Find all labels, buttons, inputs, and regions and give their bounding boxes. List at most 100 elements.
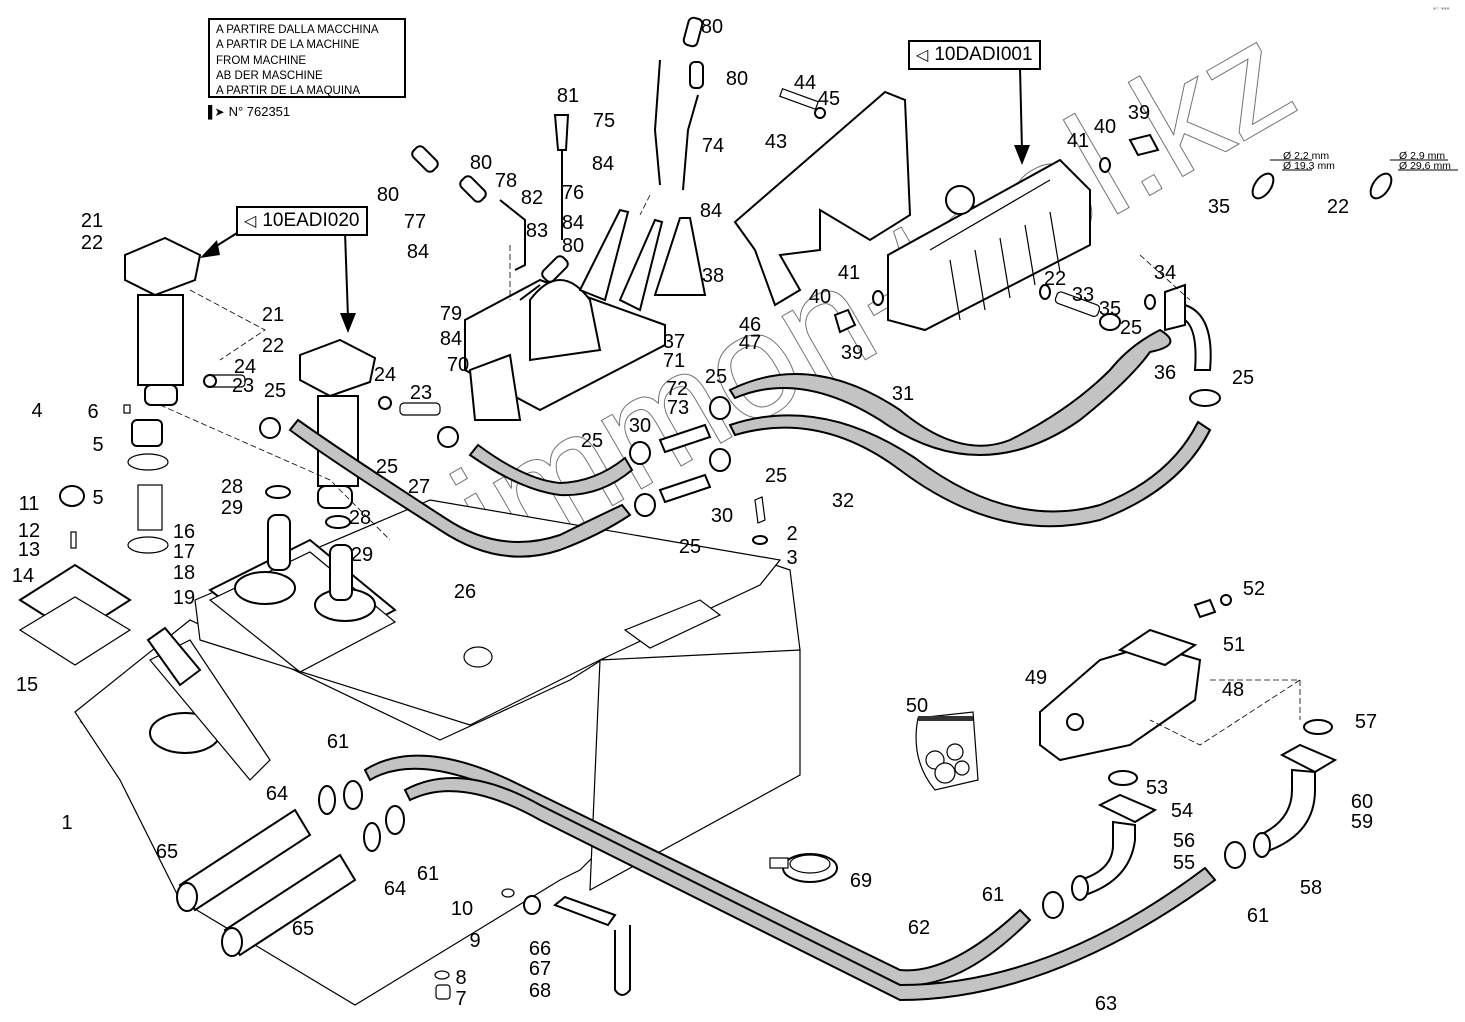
eye-view-icon: ◁ [244,213,257,230]
callout-58: 58 [1300,877,1322,899]
pump-pipes [1042,719,1338,919]
callout-52: 52 [1243,578,1265,600]
hoses [288,328,1217,1002]
callout-25: 25 [679,536,701,558]
callout-7: 7 [455,988,466,1010]
callout-50: 50 [906,695,928,717]
hydraulic-pump [1039,594,1232,762]
callout-24: 24 [234,356,256,378]
callout-80: 80 [701,16,723,38]
suction-strainers [176,780,405,957]
callout-25: 25 [581,430,603,452]
eye-view-icon: ◁ [916,47,929,64]
callout-40: 40 [1094,116,1116,138]
callout-59: 59 [1351,811,1373,833]
callout-6: 6 [87,401,98,423]
reference-arrows [200,67,1030,333]
control-levers [411,16,707,421]
reference-code: 10DADI001 [934,44,1033,65]
reference-box-valve[interactable]: ◁ 10DADI001 [908,40,1041,70]
callout-41: 41 [1067,130,1089,152]
callout-8: 8 [455,967,466,989]
callout-69: 69 [850,870,872,892]
callout-13: 13 [18,539,40,561]
callout-27: 27 [408,476,430,498]
callout-60: 60 [1351,791,1373,813]
oring-35-inner: Ø 19,3 mm [1283,160,1335,172]
callout-12: 12 [18,520,40,542]
callout-29: 29 [351,544,373,566]
callout-36: 36 [1154,362,1176,384]
callout-83: 83 [526,220,548,242]
callout-35: 35 [1099,298,1121,320]
callout-28: 28 [349,507,371,529]
callout-1: 1 [61,812,72,834]
callout-64: 64 [384,878,406,900]
callout-43: 43 [765,131,787,153]
oring-detail-35: Ø 2,2 mm Ø 19,3 mm [1251,150,1335,200]
callout-84: 84 [407,241,429,263]
callout-47: 47 [739,332,761,354]
oring-22-inner: Ø 29,6 mm [1399,160,1451,172]
callout-22: 22 [262,335,284,357]
callout-66: 66 [529,938,551,960]
callout-55: 55 [1173,852,1195,874]
callout-21: 21 [81,210,103,232]
callout-19: 19 [173,587,195,609]
callout-51: 51 [1223,634,1245,656]
callout-15: 15 [16,674,38,696]
seal-kit-bag [915,711,979,791]
callout-80: 80 [470,152,492,174]
callout-68: 68 [529,980,551,1002]
callout-25: 25 [264,380,286,402]
callout-30: 30 [629,415,651,437]
callout-9: 9 [469,930,480,952]
callout-41: 41 [838,262,860,284]
callout-44: 44 [794,72,816,94]
notice-line-de: AB DER MASCHINE [216,69,323,82]
callout-65: 65 [292,918,314,940]
callout-72: 72 [666,378,688,400]
callout-10: 10 [451,898,473,920]
callout-3: 3 [786,547,797,569]
callout-80: 80 [377,184,399,206]
callout-4: 4 [31,400,42,422]
callout-78: 78 [495,170,517,192]
callout-40: 40 [809,286,831,308]
callout-82: 82 [521,187,543,209]
reference-code: 10EADI020 [262,210,360,231]
callout-35: 35 [1208,196,1230,218]
notice-line-fr: A PARTIR DE LA MACHINE [216,39,360,52]
callout-5: 5 [92,487,103,509]
callout-48: 48 [1222,679,1244,701]
callout-79: 79 [440,303,462,325]
callout-71: 71 [663,350,685,372]
callout-61: 61 [327,731,349,753]
callout-25: 25 [765,465,787,487]
callout-54: 54 [1171,800,1193,822]
callout-18: 18 [173,562,195,584]
notice-line-en: FROM MACHINE [216,54,307,67]
callout-64: 64 [266,783,288,805]
oring-35-section: Ø 2,2 mm [1283,150,1329,162]
callout-84: 84 [592,153,614,175]
callout-21: 21 [262,304,284,326]
callout-70: 70 [447,354,469,376]
notice-line-it: A PARTIRE DALLA MACCHINA [216,24,379,36]
callout-63: 63 [1095,993,1117,1015]
callout-32: 32 [832,490,854,512]
callout-31: 31 [892,383,914,405]
control-valve-block [833,133,1221,407]
reference-box-filter[interactable]: ◁ 10EADI020 [236,206,368,236]
callout-39: 39 [841,342,863,364]
callout-53: 53 [1146,777,1168,799]
callout-39: 39 [1128,102,1150,124]
callout-80: 80 [562,235,584,257]
callout-34: 34 [1154,262,1176,284]
callout-23: 23 [410,382,432,404]
callout-46: 46 [739,314,761,336]
callout-22: 22 [1327,196,1349,218]
